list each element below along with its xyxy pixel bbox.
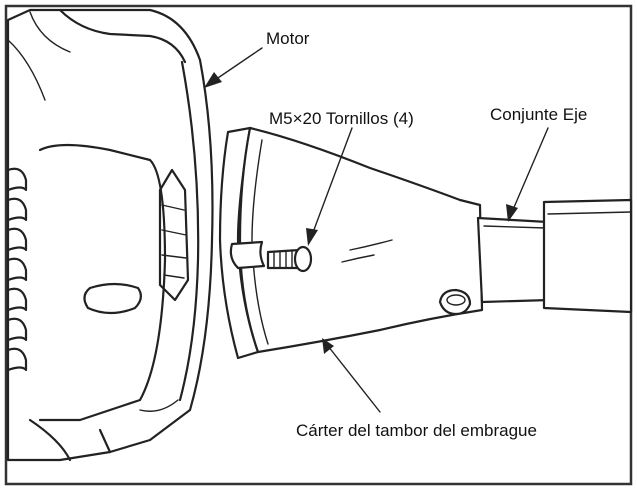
label-clutch-housing: Cárter del tambor del embrague bbox=[296, 421, 537, 440]
engine-drawing bbox=[6, 8, 214, 462]
clutch-housing-drawing bbox=[218, 126, 484, 360]
shaft-assembly-drawing bbox=[476, 198, 633, 314]
label-screws: M5×20 Tornillos (4) bbox=[269, 109, 414, 128]
screw-bolt bbox=[266, 245, 313, 273]
label-shaft-assembly: Conjunte Eje bbox=[490, 105, 587, 124]
leader-lines bbox=[204, 47, 549, 413]
label-motor: Motor bbox=[266, 29, 310, 48]
